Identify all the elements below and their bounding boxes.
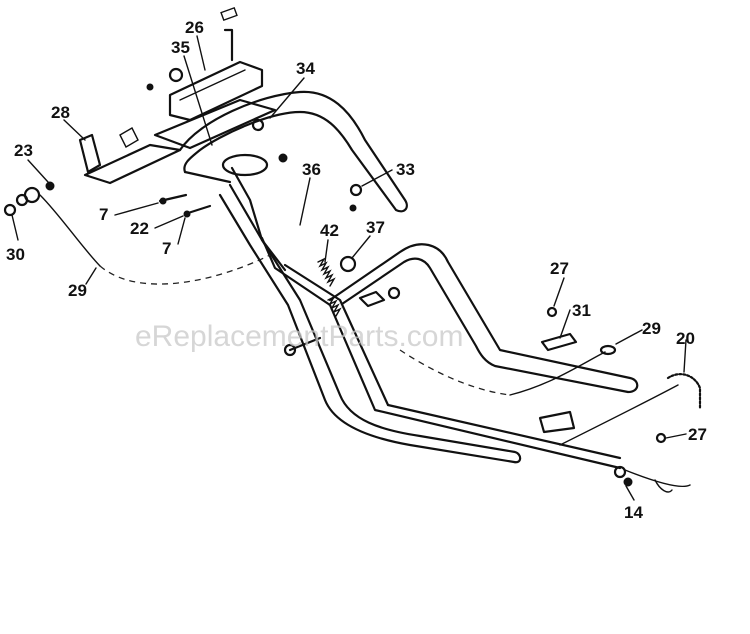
callout-30: 30: [6, 245, 25, 264]
callout-29-left: 29: [68, 281, 87, 300]
callout-37: 37: [366, 218, 385, 237]
callout-42: 42: [320, 221, 339, 240]
callout-34: 34: [296, 59, 315, 78]
callout-7-upper: 7: [99, 205, 108, 224]
leader-lines: [11, 35, 687, 501]
callout-31: 31: [572, 301, 591, 320]
upper-handle-bar: [178, 90, 408, 213]
callout-36: 36: [302, 160, 321, 179]
clutch-lever: [221, 153, 288, 272]
control-panel-bracket: [78, 6, 277, 185]
callout-14: 14: [624, 503, 643, 522]
callout-23: 23: [14, 141, 33, 160]
callout-22: 22: [130, 219, 149, 238]
callout-labels: 26 35 34 28 23 36 33 7 22 7 42 37 30 29 …: [6, 18, 707, 522]
watermark: eReplacementParts.com: [135, 320, 463, 353]
hardware: [3, 67, 667, 487]
callout-33: 33: [396, 160, 415, 179]
callout-35: 35: [171, 38, 190, 57]
callout-29-right: 29: [642, 319, 661, 338]
callout-27-bottom: 27: [688, 425, 707, 444]
callout-20: 20: [676, 329, 695, 348]
spring: [317, 257, 342, 317]
lower-handle-frame: [218, 183, 639, 470]
callout-7-lower: 7: [162, 239, 171, 258]
callout-26: 26: [185, 18, 204, 37]
callout-28: 28: [51, 103, 70, 122]
callout-27-top: 27: [550, 259, 569, 278]
control-cables: [39, 194, 702, 493]
